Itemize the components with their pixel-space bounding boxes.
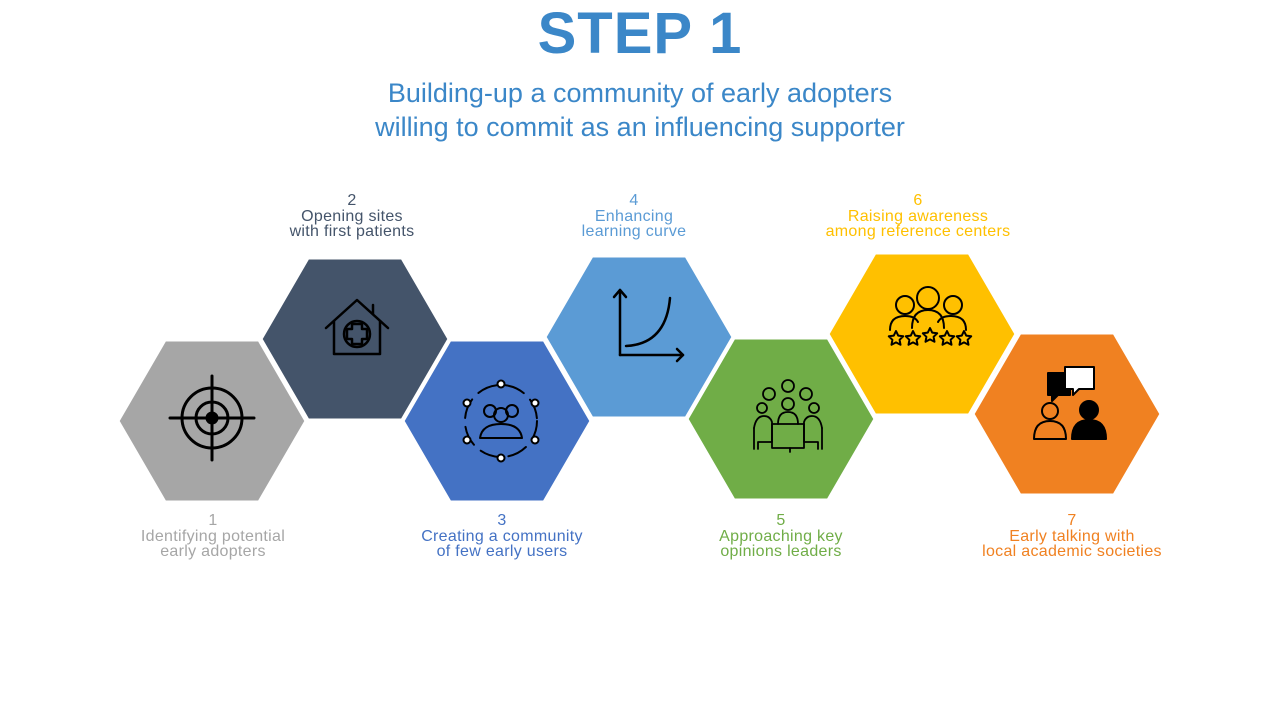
page-title: STEP 1	[537, 1, 743, 66]
step-text-5-line-1: Approaching key	[719, 527, 843, 545]
rated-people-stars-icon	[887, 286, 973, 346]
step-text-1-line-1: Identifying potential	[140, 527, 286, 545]
step-text-1-line-2: early adopters	[160, 543, 266, 560]
step-label-6: 6 Raising awareness among reference cent…	[788, 193, 1048, 240]
step-number-4: 4	[629, 192, 639, 209]
step-text-6-line-1: Raising awareness	[847, 207, 989, 225]
step-number-6: 6	[913, 192, 923, 209]
step-label-3: 3 Creating a community of few early user…	[372, 513, 632, 560]
step-text-5-line-2: opinions leaders	[720, 543, 842, 560]
step-label-1: 1 Identifying potential early adopters	[83, 513, 343, 560]
step-number-5: 5	[776, 512, 786, 529]
target-icon	[168, 374, 256, 462]
step-text-6-line-2: among reference centers	[825, 223, 1011, 240]
step-number-7: 7	[1067, 512, 1077, 529]
step-text-7-line-1: Early talking with	[1009, 527, 1135, 545]
meeting-table-icon	[753, 379, 823, 453]
hospital-house-icon	[324, 298, 390, 356]
step-label-5: 5 Approaching key opinions leaders	[651, 513, 911, 560]
learning-curve-chart-icon	[612, 288, 685, 363]
step-label-7: 7 Early talking with local academic soci…	[942, 513, 1202, 560]
step-text-2-line-1: Opening sites	[301, 207, 403, 225]
step-text-4-line-2: learning curve	[581, 223, 687, 240]
subtitle-line-1: Building-up a community of early adopter…	[387, 78, 893, 108]
step-number-2: 2	[347, 192, 357, 209]
step-number-1: 1	[208, 512, 218, 529]
hexagon-step-5	[685, 336, 877, 502]
conversation-people-icon	[1033, 366, 1107, 440]
step-text-4-line-1: Enhancing	[594, 207, 674, 225]
step-text-3-line-2: of few early users	[436, 543, 568, 560]
step-number-3: 3	[497, 512, 507, 529]
step-text-7-line-2: local academic societies	[982, 543, 1162, 560]
step-text-2-line-2: with first patients	[289, 223, 415, 240]
hexagon-step-7	[971, 331, 1163, 497]
page-subtitle: Building-up a community of early adopter…	[0, 76, 1280, 144]
step-label-4: 4 Enhancing learning curve	[504, 193, 764, 240]
step-label-2: 2 Opening sites with first patients	[222, 193, 482, 240]
community-group-icon	[462, 379, 540, 463]
hexagon-step-6	[826, 251, 1018, 417]
subtitle-line-2: willing to commit as an influencing supp…	[375, 112, 905, 142]
step-text-3-line-1: Creating a community	[421, 527, 583, 545]
